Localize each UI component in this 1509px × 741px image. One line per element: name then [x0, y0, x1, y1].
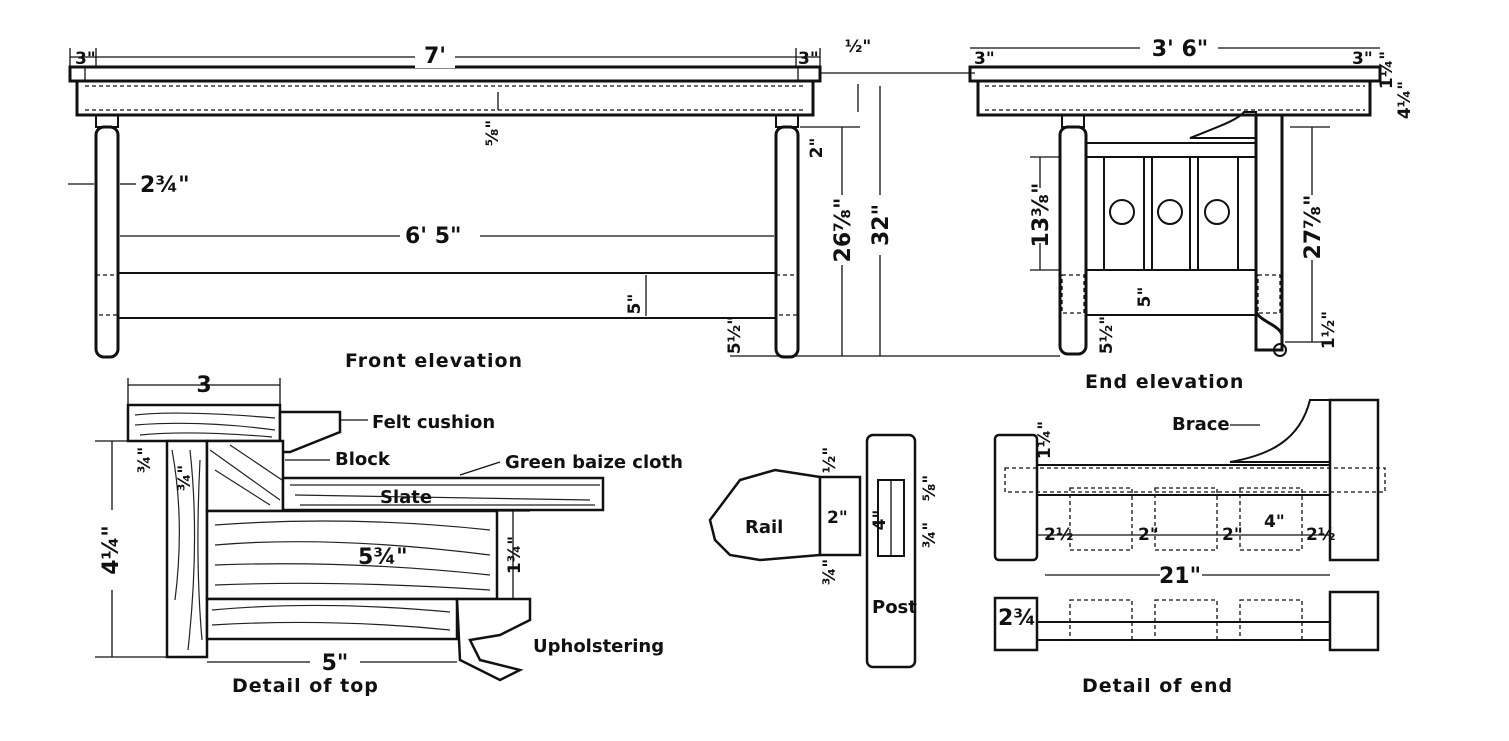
front-overhang-right-dim: 3" — [798, 49, 819, 69]
post-right-bottom-dim: ¾" — [920, 522, 940, 548]
end-panel-height-dim: 13⅜" — [1029, 183, 1054, 248]
front-rail-gap-dim: 2" — [807, 138, 827, 159]
front-top-thickness-dim: ½" — [845, 37, 871, 57]
post-label: Post — [872, 597, 917, 618]
felt-cushion-label: Felt cushion — [372, 412, 495, 433]
rail-top-dim: ½" — [820, 447, 840, 473]
brace-label: Brace — [1172, 414, 1230, 435]
rail-bottom-dim: ¾" — [820, 559, 840, 585]
front-leg-height-dim: 26⅞" — [831, 198, 856, 263]
end-detail-top-dim: 1¼" — [1035, 421, 1055, 459]
end-foot-height-dim: 1½" — [1319, 311, 1339, 349]
detail-dim-3-4-a: ¾" — [135, 447, 155, 473]
front-length-dim: 7' — [424, 44, 446, 69]
rail-label: Rail — [745, 517, 783, 538]
front-total-height-dim: 32" — [869, 204, 894, 246]
detail-width-3-dim: 3 — [196, 373, 211, 398]
end-spacing-e: 2½ — [1306, 525, 1335, 545]
upholstering-label: Upholstering — [533, 636, 664, 657]
end-frame-depth-dim: 4¼" — [1395, 81, 1415, 119]
end-spacing-b: 2" — [1138, 525, 1159, 545]
detail-top: Felt cushion Block Slate Green baize clo… — [95, 373, 683, 697]
rail-post-detail: Rail 2" ½" ¾" 4" Post ⅝" ¾" — [708, 433, 940, 669]
end-overhang-left-dim: 3" — [974, 49, 995, 69]
post-tenon-dim: 4" — [870, 510, 890, 531]
end-rail-height-dim: 5" — [1135, 287, 1155, 308]
detail-side-dim: 1¾" — [505, 536, 525, 574]
front-frame-depth-dim: ⅝" — [483, 120, 503, 146]
end-post-dim: 2¾ — [998, 606, 1036, 631]
end-total-dim: 21" — [1159, 564, 1201, 589]
detail-frame-dim: 5¾" — [358, 545, 408, 570]
rail-dim: 2" — [827, 508, 848, 528]
end-leg-height-dim: 27⅞" — [1301, 195, 1326, 260]
front-elevation-caption: Front elevation — [345, 350, 523, 372]
end-spacing-c: 2" — [1222, 525, 1243, 545]
end-width-dim: 3' 6" — [1152, 37, 1208, 62]
detail-height-dim: 4¼" — [99, 525, 124, 575]
end-spacing-d: 4" — [1264, 512, 1285, 532]
front-floor-gap-dim: 5½" — [725, 316, 745, 354]
green-baize-label: Green baize cloth — [505, 452, 683, 473]
front-leg-width-dim: 2¾" — [140, 173, 190, 198]
front-elevation: 7' 3" 3" 2¾" 6' 5" 5" ⅝" 5½" 2" 26⅞" 32"… — [68, 37, 1060, 372]
detail-top-caption: Detail of top — [232, 675, 379, 697]
end-elevation: 3' 6" 3" 3" 1¼" 4¼" 13⅜" 5" 5½" — [968, 37, 1415, 393]
end-elevation-caption: End elevation — [1085, 371, 1244, 393]
detail-end: Brace 1¼" 2½ 2" 2" 4" 2½ 21" 2¾ Detail o… — [993, 398, 1386, 697]
end-floor-gap-dim: 5½" — [1097, 316, 1117, 354]
slate-label: Slate — [380, 487, 432, 508]
end-spacing-a: 2½ — [1044, 525, 1073, 545]
front-rail-height-dim: 5" — [625, 294, 645, 315]
post-right-top-dim: ⅝" — [920, 475, 940, 501]
front-overhang-left-dim: 3" — [75, 49, 96, 69]
detail-dim-3-4-b: ¾" — [175, 465, 195, 491]
detail-end-caption: Detail of end — [1082, 675, 1233, 697]
front-rail-span-dim: 6' 5" — [405, 224, 461, 249]
end-overhang-right-dim: 3" — [1352, 49, 1373, 69]
detail-bottom-dim: 5" — [322, 651, 349, 676]
end-top-thickness-dim: 1¼" — [1377, 51, 1397, 89]
block-label: Block — [335, 449, 391, 470]
